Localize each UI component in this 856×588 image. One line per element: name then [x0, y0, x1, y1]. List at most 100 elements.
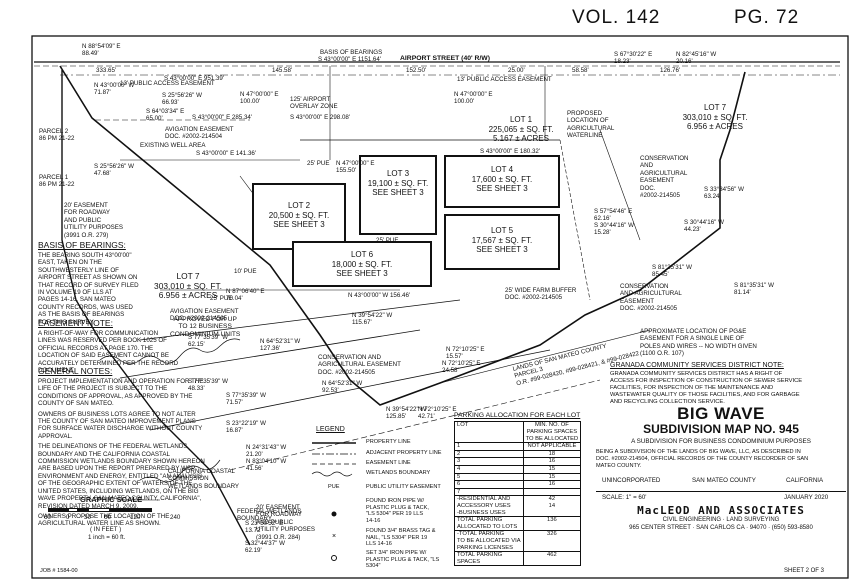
bearing: S 23°22'19" W 16.87': [226, 420, 266, 435]
page-label: PG. 72: [734, 7, 800, 28]
legend-item: SET 3/4" IRON PIPE W/ PLASTIC PLUG & TAC…: [366, 550, 440, 570]
bearing: S 33°34'56" W 63.24': [704, 186, 744, 201]
dist-a: 333.65': [96, 67, 117, 74]
parking-cell: 16: [522, 480, 582, 489]
bearing: S 77°35'39" W 62.15': [188, 334, 228, 349]
bearing: S 77°35'39" W 48.33': [188, 378, 228, 393]
bearing: N 39°54'22" W 115.67': [352, 312, 393, 327]
bearing: S 30°44'16" W 44.23': [684, 219, 724, 234]
bearing: S 43°00'00" E 180.32': [480, 148, 541, 155]
bearing: N 83°04'10" W 41.56': [246, 458, 287, 473]
bearing: S 64°03'34" E 65.00': [146, 108, 185, 123]
dist-d: 25.00': [508, 67, 525, 74]
airport-overlay-zone: 125' AIRPORT OVERLAY ZONE: [290, 96, 338, 111]
dist-b: 145.58': [272, 67, 293, 74]
legend: LEGEND × PROPERTY LINE ADJACENT PROPERTY…: [308, 426, 450, 574]
bearing: S 77°35'39" W 71.57': [226, 392, 266, 407]
firm-address: 965 CENTER STREET · SAN CARLOS CA · 9407…: [629, 524, 813, 531]
scale-tick: 0: [66, 514, 70, 521]
job-number: JOB # 1584-00: [40, 568, 78, 574]
map-date: JANUARY 2020: [784, 494, 829, 502]
scale-unit: ( IN FEET ): [90, 526, 122, 533]
parking-cell: 326: [522, 530, 582, 553]
pue-label-2: 25' PUE: [210, 295, 233, 302]
property-boundary: [59, 65, 746, 406]
bearing: N 43°00'00" W 71.87': [94, 82, 135, 97]
basis-bearing: S 43°00'00" E 1151.64': [318, 56, 381, 63]
farm-buffer: 25' WIDE FARM BUFFER DOC. #2002-214505: [505, 287, 577, 302]
bearing: N 47°00'00" E 155.50': [336, 160, 375, 175]
legend-title: LEGEND: [316, 426, 345, 433]
parking-cell: TOTAL PARKING ALLOCATED TO LOTS: [454, 516, 524, 532]
parking-cell: 7: [454, 487, 524, 497]
bearing: S 43°00'00" E 141.36': [196, 150, 257, 157]
dist-f: 126.76': [660, 67, 681, 74]
easement-note-title: EASEMENT NOTE:: [38, 318, 113, 328]
scale-tick: 30: [84, 514, 91, 521]
parcel-1-label: PARCEL 1 86 PM 21-22: [39, 174, 75, 189]
firm-subtitle: CIVIL ENGINEERING · LAND SURVEYING: [662, 517, 780, 524]
bearing: N 72°10'25" E 15.57': [446, 346, 485, 361]
general-notes-title: GENERAL NOTES:: [38, 366, 113, 376]
bearing: N 47°00'00" E 100.00': [240, 91, 279, 106]
bearing: S 32°44'37" W 62.19': [245, 540, 285, 555]
general-note-2: OWNERS OF BUSINESS LOTS AGREE TO NOT ALT…: [38, 410, 203, 440]
parking-cell: 6: [454, 480, 524, 489]
project-name: BIG WAVE: [677, 404, 765, 423]
bearing: N 64°52'31" W 92.53': [322, 380, 363, 395]
scale-tick: 120: [130, 514, 141, 521]
legend-item: WETLANDS BOUNDARY: [366, 470, 431, 476]
bearing: S 43°00'00" E 298.08': [290, 114, 351, 121]
sheet-border: [31, 35, 849, 579]
basis-title: BASIS OF BEARINGS:: [38, 240, 126, 250]
basis-of-bearings-section: BASIS OF BEARINGS: THE BEARING SOUTH 43°…: [38, 240, 156, 326]
legend-item: ADJACENT PROPERTY LINE: [366, 450, 442, 456]
pue-label-1: 25' PUE: [307, 160, 330, 167]
parking-title: PARKING ALLOCATION FOR EACH LOT: [454, 412, 581, 419]
conservation-easement-3: CONSERVATION AND AGRICULTURAL EASEMENT D…: [620, 283, 682, 313]
legend-item: FOUND 3/4" BRASS TAG & NAIL, "LS 5304" P…: [366, 528, 436, 548]
legend-item: PUBLIC UTILITY EASEMENT: [366, 484, 441, 490]
dist-e: 58.58': [572, 67, 589, 74]
scale-title: GRAPHIC SCALE: [80, 495, 143, 504]
parking-cell: 136: [522, 516, 582, 532]
easement-20ft-a: 20' EASEMENT FOR ROADWAY AND PUBLIC UTIL…: [64, 202, 124, 239]
dist-c: 152.50': [406, 67, 427, 74]
existing-well-area: EXISTING WELL AREA: [140, 142, 206, 149]
sheet-number: SHEET 2 OF 3: [784, 568, 824, 574]
legend-item: EASEMENT LINE: [366, 460, 411, 466]
parking-cell: 15: [522, 464, 582, 474]
bearing: N 64°52'31" W 127.36': [260, 338, 301, 353]
street-name: AIRPORT STREET (40' R/W): [400, 55, 490, 62]
parking-cell: NOT APPLICABLE: [522, 442, 582, 451]
parking-col-header: LOT: [454, 421, 524, 444]
bearing: N 39°54'22" W 125.85': [386, 406, 427, 421]
legend-pue-symbol: PUE: [328, 484, 340, 490]
svg-text:×: ×: [332, 533, 336, 540]
legend-item: PROPERTY LINE: [366, 439, 411, 445]
county: SAN MATEO COUNTY: [692, 477, 756, 485]
bearing: N 43°00'00" W 156.46': [348, 292, 411, 299]
bearing-ne2: N 82°45'16" W 20.16': [676, 51, 717, 66]
bearing-ne1: S 67°30'22" E 18.23': [614, 51, 653, 66]
parking-cell: 5: [454, 472, 524, 482]
bearing: S 81°35'31" W 81.14': [734, 282, 774, 297]
coastal-wetlands-label: CALIFORNIA COASTAL COMMISSION WETLANDS B…: [168, 468, 240, 490]
firm-name: MacLEOD AND ASSOCIATES: [637, 504, 805, 518]
parcel-2-label: PARCEL 2 86 PM 21-22: [39, 128, 75, 143]
parking-cell: 18: [522, 449, 582, 459]
map-number: SUBDIVISION MAP NO. 945: [643, 422, 799, 436]
granada-text: GRANADA COMMUNITY SERVICES DISTRICT HAS …: [610, 371, 803, 405]
bearing: N 72°10'25" E 42.71': [418, 406, 457, 421]
easement-20ft-b: 20' EASEMENT FOR ROADWAY AND PUBLIC UTIL…: [256, 504, 316, 541]
proposed-waterline: PROPOSED LOCATION OF AGRICULTURAL WATERL…: [567, 110, 615, 140]
general-note-3: THE DELINEATIONS OF THE FEDERAL WETLANDS…: [38, 443, 205, 510]
parking-cell: 42 14: [522, 495, 582, 518]
bearing: S 43°00'00" E 951.39': [164, 75, 225, 82]
